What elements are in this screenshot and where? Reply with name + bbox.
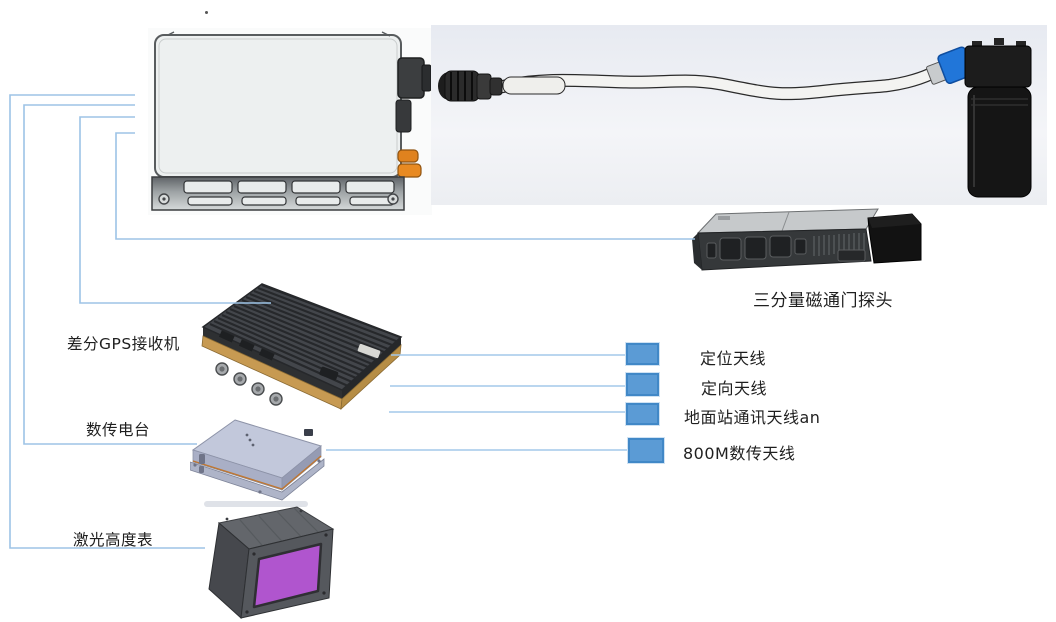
laser-altimeter-label: 激光高度表: [73, 531, 154, 549]
positioning-antenna-label: 定位天线: [700, 349, 767, 368]
antenna-box-directional: [626, 373, 659, 396]
fluxgate-module-image: [688, 203, 928, 275]
magnetometer-cable-probe-render: [431, 25, 1047, 205]
antenna-box-positioning: [626, 343, 659, 365]
magnetometer-cable-probe-image: [431, 25, 1047, 205]
fluxgate-probe-label: 三分量磁通门探头: [753, 291, 893, 311]
gps-receiver-render: [201, 283, 403, 411]
data-radio-image: [190, 415, 335, 510]
laser-altimeter-image: [197, 501, 342, 622]
directional-antenna-label: 定向天线: [701, 379, 768, 398]
data-radio-render: [190, 419, 325, 507]
antenna-box-groundstation: [626, 403, 659, 425]
800m-antenna-label: 800M数传天线: [683, 444, 796, 463]
flight-control-unit-render: [148, 28, 432, 215]
groundstation-antenna-label: 地面站通讯天线an: [684, 408, 821, 427]
fluxgate-module-render: [692, 208, 922, 271]
data-radio-label: 数传电台: [86, 421, 151, 439]
artifact-dot: .: [205, 11, 208, 14]
gps-receiver-image: [198, 281, 408, 411]
gps-receiver-label: 差分GPS接收机: [67, 335, 180, 353]
flight-control-unit-image: [148, 28, 432, 215]
antenna-box-800m: [628, 438, 664, 463]
laser-altimeter-render: [208, 506, 335, 620]
